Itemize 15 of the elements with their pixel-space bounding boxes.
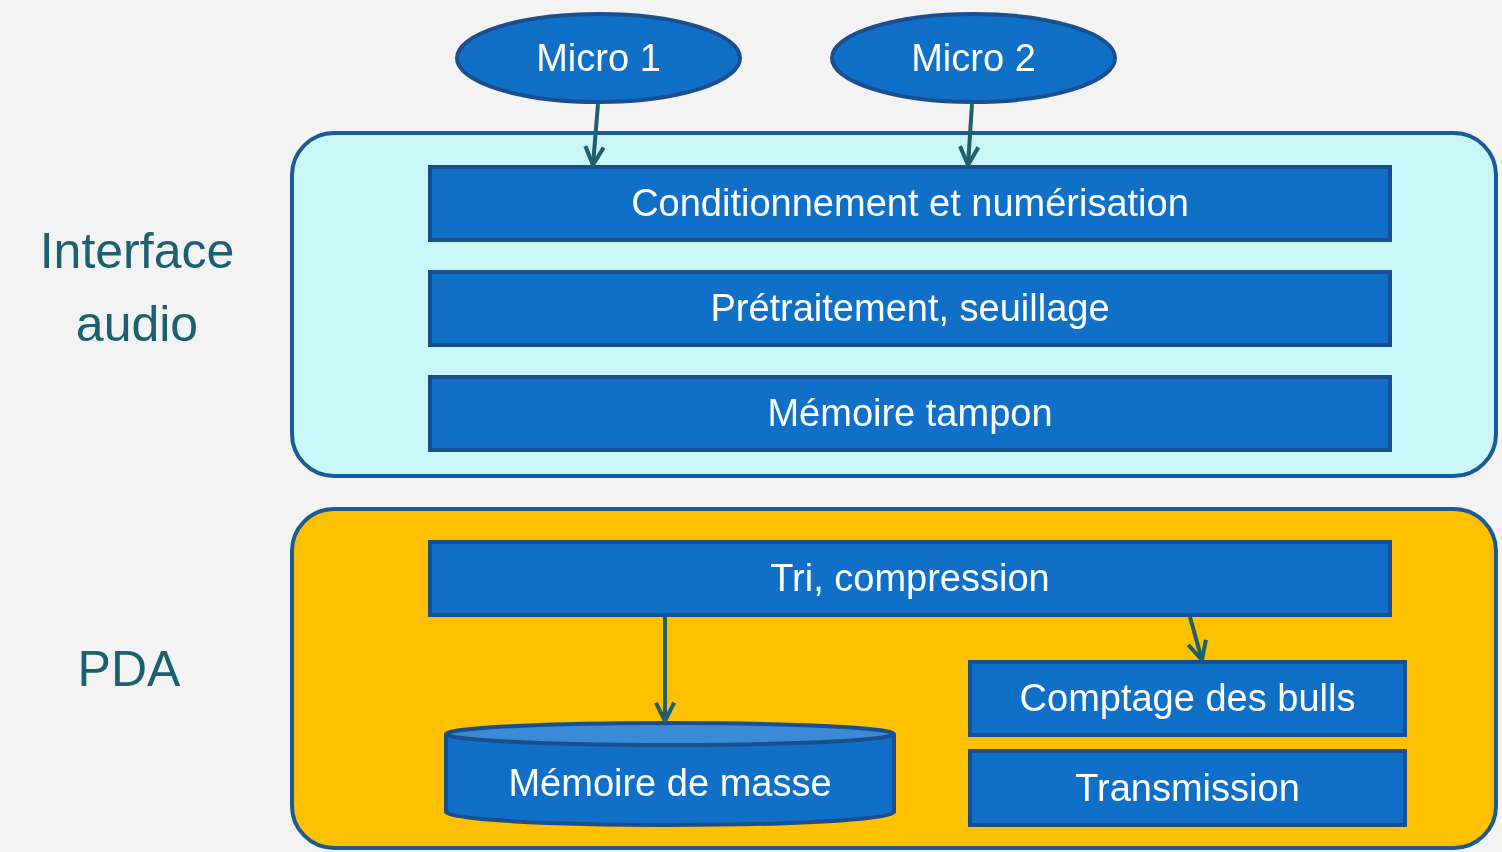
process-box: Transmission [968,749,1407,827]
group-heading: PDA [76,640,182,699]
arrow [583,103,606,167]
input-ellipse: Micro 1 [455,12,742,104]
process-box: Mémoire tampon [428,375,1392,452]
arrow [1186,616,1208,662]
storage-cylinder: Mémoire de masse [444,721,896,825]
process-box: Tri, compression [428,540,1392,617]
arrow [653,617,677,723]
process-box: Prétraitement, seuillage [428,270,1392,347]
process-box: Conditionnement et numérisation [428,165,1392,242]
input-ellipse: Micro 2 [830,12,1117,104]
arrow [958,103,981,167]
process-box: Comptage des bulls [968,660,1407,737]
group-heading: Interface audio [38,222,236,354]
